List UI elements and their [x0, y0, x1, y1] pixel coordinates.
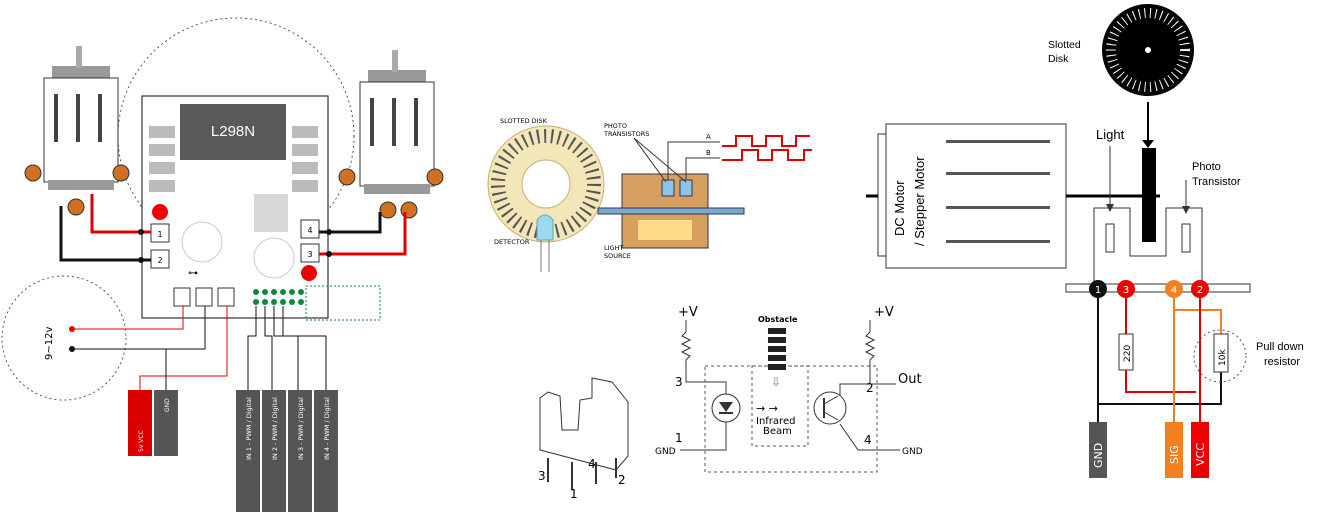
- l298n-chip: [180, 104, 286, 160]
- svg-text:IN 1 - PWM / Digital: IN 1 - PWM / Digital: [245, 397, 253, 460]
- svg-text:SIG: SIG: [1168, 445, 1181, 464]
- svg-text:Beam: Beam: [763, 426, 792, 437]
- pin-in4: [314, 390, 338, 512]
- pin-2: [1191, 280, 1209, 298]
- detector-led-icon: [536, 214, 554, 241]
- svg-text:→ →: → →: [756, 402, 778, 415]
- svg-text:GND: GND: [655, 447, 676, 457]
- pin-in1: [236, 390, 260, 512]
- svg-text:1: 1: [157, 230, 162, 239]
- svg-text:4: 4: [864, 433, 872, 447]
- svg-text:Out: Out: [898, 372, 922, 387]
- svg-text:3: 3: [1123, 285, 1129, 296]
- svg-text:GND: GND: [1092, 443, 1105, 468]
- pull-down-outline: [1193, 329, 1247, 383]
- svg-text:4: 4: [1171, 285, 1177, 296]
- svg-text:PHOTO: PHOTO: [604, 122, 627, 130]
- svg-text:Disk: Disk: [1048, 53, 1069, 65]
- svg-text:DC Motor: DC Motor: [892, 180, 907, 236]
- svg-text:10k: 10k: [1218, 349, 1228, 366]
- motor-encoder-section: Slotted Disk DC Motor / Stepper Motor Li…: [866, 4, 1304, 478]
- phototransistor-icon: [813, 391, 847, 425]
- svg-text:220: 220: [1123, 345, 1133, 362]
- svg-text:1: 1: [570, 487, 578, 501]
- svg-text:TRANSISTORS: TRANSISTORS: [603, 130, 649, 138]
- svg-text:Transistor: Transistor: [1192, 176, 1241, 188]
- pin-3: [1117, 280, 1135, 298]
- pin-gnd: [154, 390, 178, 456]
- chip-label: L298N: [211, 123, 255, 140]
- led-icon: [152, 204, 168, 220]
- svg-text:2: 2: [157, 256, 162, 265]
- vcc-tab: [1191, 422, 1209, 478]
- svg-text:GND: GND: [164, 398, 171, 412]
- l298n-driver-section: L298N 1 2 4 3 ⊶: [1, 17, 444, 512]
- svg-text:⇩: ⇩: [771, 375, 781, 389]
- pin-in3: [288, 390, 312, 512]
- optical-sensor-section: 3 4 1 2 +V +V 3 1 2 4 Out GND GND Obstac…: [538, 305, 923, 501]
- pin-4: [1165, 280, 1183, 298]
- svg-text:Infrared: Infrared: [756, 416, 795, 427]
- svg-text:2: 2: [866, 381, 874, 395]
- pin-5v-vcc: [128, 390, 152, 456]
- svg-text:LIGHT: LIGHT: [604, 244, 623, 252]
- svg-text:Photo: Photo: [1192, 161, 1221, 173]
- svg-text:+V: +V: [874, 305, 894, 320]
- svg-text:5v VCC: 5v VCC: [138, 430, 145, 452]
- slotted-disk-label: SLOTTED DISK: [500, 117, 548, 125]
- svg-text:+V: +V: [678, 305, 698, 320]
- pin-header: [253, 285, 381, 321]
- svg-text:4: 4: [588, 457, 596, 471]
- sig-tab: [1165, 422, 1183, 478]
- svg-text:IN 3 - PWM / Digital: IN 3 - PWM / Digital: [297, 397, 305, 460]
- svg-text:B: B: [706, 149, 711, 157]
- svg-text:3: 3: [675, 375, 683, 389]
- svg-text:GND: GND: [902, 447, 923, 457]
- left-motor: [24, 46, 130, 216]
- pin-in2: [262, 390, 286, 512]
- obstacle-icon: [768, 328, 786, 370]
- detector-label: DETECTOR: [494, 238, 530, 246]
- pin-1: [1089, 280, 1107, 298]
- svg-text:1: 1: [1095, 285, 1101, 296]
- svg-text:resistor: resistor: [1264, 356, 1300, 368]
- svg-text:Obstacle: Obstacle: [758, 315, 798, 324]
- svg-text:A: A: [706, 133, 711, 141]
- svg-text:/ Stepper Motor: / Stepper Motor: [912, 156, 927, 246]
- svg-text:Slotted: Slotted: [1048, 39, 1081, 51]
- signal-a-waveform: [722, 135, 810, 147]
- svg-text:2: 2: [1197, 285, 1203, 296]
- svg-text:3: 3: [307, 250, 312, 259]
- svg-text:3: 3: [538, 469, 546, 483]
- signal-b-waveform: [722, 149, 812, 161]
- svg-text:2: 2: [618, 473, 626, 487]
- svg-text:Light: Light: [1096, 127, 1125, 142]
- right-motor: [338, 50, 444, 219]
- encoder-section: SLOTTED DISK DETECTOR PHOTO TRANSISTORS …: [487, 117, 812, 272]
- led-icon: [301, 265, 317, 281]
- gnd-tab: [1089, 422, 1107, 478]
- jumper-icon: ⊶: [188, 268, 198, 279]
- svg-text:VCC: VCC: [1194, 443, 1207, 466]
- svg-text:IN 2 - PWM / Digital: IN 2 - PWM / Digital: [271, 397, 279, 460]
- svg-text:4: 4: [307, 226, 312, 235]
- svg-text:IN 4 - PWM / Digital: IN 4 - PWM / Digital: [323, 397, 331, 460]
- power-label: 9~12v: [44, 327, 55, 360]
- svg-text:SOURCE: SOURCE: [604, 252, 631, 260]
- svg-text:Pull down: Pull down: [1256, 341, 1304, 353]
- power-source-outline: [1, 275, 127, 401]
- svg-text:1: 1: [675, 431, 683, 445]
